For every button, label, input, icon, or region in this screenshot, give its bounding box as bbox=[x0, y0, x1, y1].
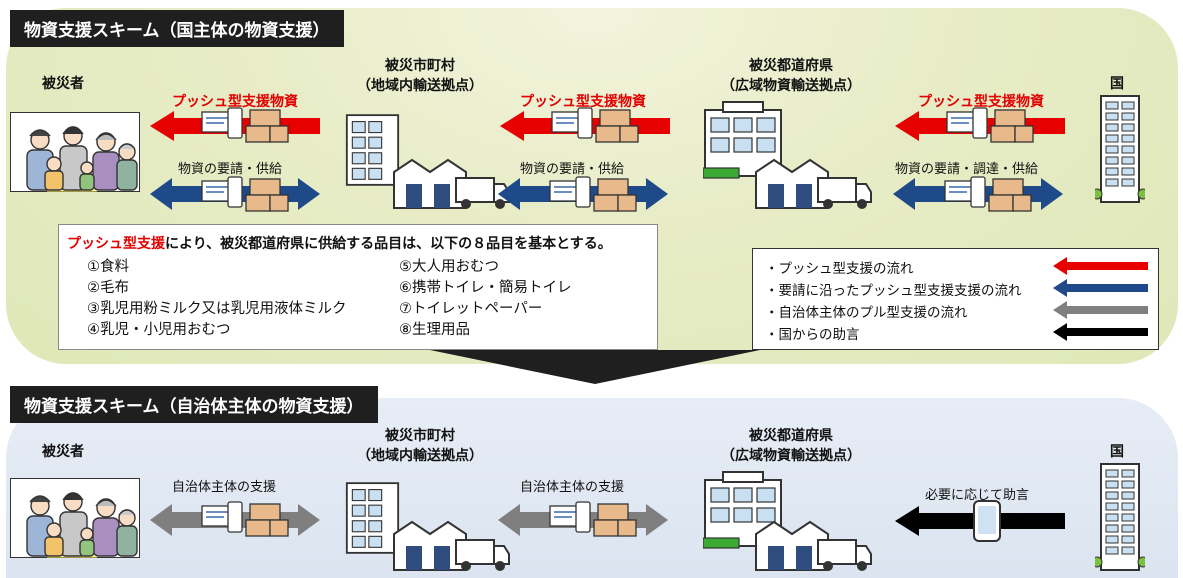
item-sanitary-products: ⑧生理用品 bbox=[399, 322, 470, 338]
legend-request-text: ・要請に沿ったプッシュ型支援支援の流れ bbox=[765, 283, 1022, 299]
bottom-municipality-depot-icon bbox=[390, 512, 510, 572]
request-goods-icon-2 bbox=[548, 175, 638, 215]
push-items-note: プッシュ型支援により、被災都道府県に供給する品目は、以下の８品目を基本とする。 bbox=[67, 233, 612, 253]
bottom-prefecture-line1: 被災都道府県 bbox=[749, 428, 833, 444]
push-goods-icon-3 bbox=[945, 106, 1035, 146]
item-food: ①食料 bbox=[87, 259, 129, 275]
item-adult-diapers: ⑤大人用おむつ bbox=[399, 259, 499, 275]
top-prefecture-depot-icon bbox=[752, 150, 872, 210]
item-infant-milk: ③乳児用粉ミルク又は乳児用液体ミルク bbox=[87, 301, 347, 317]
push-label-3: プッシュ型支援物資 bbox=[918, 94, 1044, 110]
push-label-2: プッシュ型支援物資 bbox=[520, 94, 646, 110]
top-prefecture-line2: （広域物資輸送拠点） bbox=[721, 78, 861, 94]
bottom-municipality-line2: （地域内輸送拠点） bbox=[357, 448, 483, 464]
pull-goods-icon-1 bbox=[200, 500, 290, 540]
top-municipality-depot-icon bbox=[390, 150, 510, 210]
item-toilet-paper: ⑦トイレットペーパー bbox=[399, 301, 543, 317]
transition-chevron bbox=[430, 350, 760, 384]
bottom-country-tower-icon bbox=[1095, 462, 1145, 572]
request-label-1: 物資の要請・供給 bbox=[178, 162, 283, 177]
push-items-note-highlight: プッシュ型支援 bbox=[67, 236, 165, 252]
top-prefecture-line1: 被災都道府県 bbox=[749, 58, 833, 74]
push-items-note-text: により、被災都道府県に供給する品目は、以下の８品目を基本とする。 bbox=[165, 236, 612, 252]
legend-arrows bbox=[1053, 257, 1148, 341]
request-label-2: 物資の要請・供給 bbox=[520, 162, 625, 177]
bottom-prefecture-label: 被災都道府県 （広域物資輸送拠点） bbox=[706, 426, 876, 466]
request-goods-icon-3 bbox=[943, 175, 1033, 215]
legend-box: ・プッシュ型支援の流れ ・要請に沿ったプッシュ型支援支援の流れ ・自治体主体のプ… bbox=[752, 248, 1159, 350]
top-municipality-line1: 被災市町村 bbox=[385, 58, 455, 74]
bottom-prefecture-depot-icon bbox=[752, 512, 872, 572]
push-goods-icon-2 bbox=[550, 106, 640, 146]
bottom-municipality-label: 被災市町村 （地域内輸送拠点） bbox=[350, 426, 490, 466]
bottom-country-label: 国 bbox=[1110, 444, 1124, 460]
top-victims-label: 被災者 bbox=[42, 76, 84, 92]
request-label-3: 物資の要請・調達・供給 bbox=[895, 162, 1039, 177]
legend-advice-arrow bbox=[1053, 323, 1148, 341]
legend-pull-arrow bbox=[1053, 301, 1148, 319]
pull-label-2: 自治体主体の支援 bbox=[520, 480, 625, 495]
top-municipality-label: 被災市町村 （地域内輸送拠点） bbox=[350, 56, 490, 96]
push-items-box: プッシュ型支援により、被災都道府県に供給する品目は、以下の８品目を基本とする。 … bbox=[58, 224, 658, 350]
advice-phone-icon bbox=[972, 499, 1002, 543]
top-scheme-title: 物資支援スキーム（国主体の物資支援） bbox=[10, 10, 344, 47]
legend-push-arrow bbox=[1053, 257, 1148, 275]
advice-label: 必要に応じて助言 bbox=[925, 488, 1030, 503]
bottom-scheme-title: 物資支援スキーム（自治体主体の物資支援） bbox=[10, 386, 378, 423]
push-goods-icon-1 bbox=[200, 106, 290, 146]
push-label-1: プッシュ型支援物資 bbox=[172, 94, 298, 110]
top-prefecture-label: 被災都道府県 （広域物資輸送拠点） bbox=[706, 56, 876, 96]
top-country-tower-icon bbox=[1095, 94, 1145, 204]
legend-push-text: ・プッシュ型支援の流れ bbox=[765, 261, 914, 277]
legend-pull-text: ・自治体主体のプル型支援の流れ bbox=[765, 305, 968, 321]
bottom-victims-label: 被災者 bbox=[42, 444, 84, 460]
item-portable-toilet: ⑥携帯トイレ・簡易トイレ bbox=[399, 280, 572, 296]
item-blanket: ②毛布 bbox=[87, 280, 129, 296]
pull-goods-icon-2 bbox=[548, 500, 638, 540]
bottom-prefecture-line2: （広域物資輸送拠点） bbox=[721, 448, 861, 464]
legend-request-arrow bbox=[1053, 279, 1148, 297]
top-family-illustration bbox=[10, 112, 140, 192]
top-municipality-line2: （地域内輸送拠点） bbox=[357, 78, 483, 94]
bottom-municipality-line1: 被災市町村 bbox=[385, 428, 455, 444]
item-child-diapers: ④乳児・小児用おむつ bbox=[87, 322, 231, 338]
bottom-scheme-panel bbox=[6, 398, 1178, 578]
request-goods-icon-1 bbox=[200, 175, 290, 215]
top-country-label: 国 bbox=[1110, 76, 1124, 92]
bottom-family-illustration bbox=[10, 478, 140, 558]
pull-label-1: 自治体主体の支援 bbox=[172, 480, 277, 495]
legend-advice-text: ・国からの助言 bbox=[765, 327, 860, 343]
